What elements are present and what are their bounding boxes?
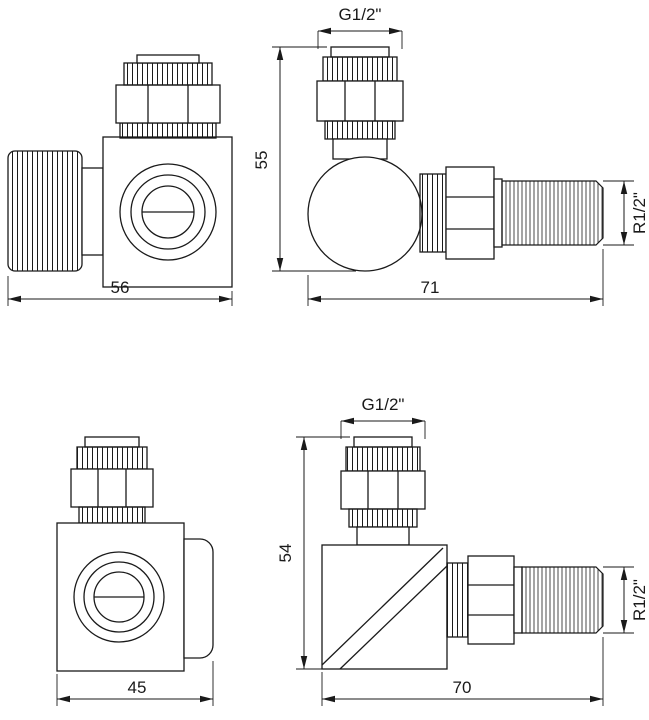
hex-nut-outlet <box>467 555 515 645</box>
dim-label-45: 45 <box>128 678 147 697</box>
view-bottom-left-valve: 45 <box>56 436 214 706</box>
dim-width-70: 70 <box>321 637 604 706</box>
hex-nut <box>340 470 426 510</box>
hex-nut-outlet <box>445 166 495 260</box>
dim-label-g12-top: G1/2" <box>339 5 382 24</box>
elbow-body <box>321 544 448 670</box>
hex-nut <box>115 84 221 124</box>
hex-nut <box>316 80 404 122</box>
thread-section <box>501 180 604 246</box>
valve-seat-circles <box>119 163 217 261</box>
miter-line-inner <box>339 565 448 670</box>
dim-right-thread-r12: R1/2" <box>603 566 649 634</box>
miter-line <box>321 547 444 666</box>
view-bottom-right-valve: G1/2" R1/2" <box>276 395 649 706</box>
compression-fitting-top <box>316 46 404 160</box>
dim-top-thread-g12: G1/2" <box>340 395 426 439</box>
dim-label-r12-right: R1/2" <box>630 579 649 621</box>
dim-top-thread-g12: G1/2" <box>317 5 403 49</box>
dim-label-70: 70 <box>453 678 472 697</box>
dim-width-71: 71 <box>307 249 604 306</box>
dim-height-55: 55 <box>252 46 356 272</box>
dim-width-top-left: 56 <box>7 276 233 306</box>
dim-label-71: 71 <box>421 278 440 297</box>
dim-label-54: 54 <box>276 544 295 563</box>
outlet-boss <box>183 538 214 659</box>
compression-fitting-top <box>70 436 154 524</box>
valve-body-round <box>307 156 423 272</box>
dim-height-54: 54 <box>276 436 350 670</box>
dim-width-45: 45 <box>56 661 214 706</box>
compression-fitting-top <box>115 54 221 139</box>
compression-fitting-top <box>340 436 426 546</box>
valve-seat-circles <box>73 551 165 643</box>
view-top-right-valve: G1/2" R1/2" <box>252 5 649 306</box>
thread-section <box>521 566 604 634</box>
dim-label-r12-right: R1/2" <box>630 192 649 234</box>
dim-label-56: 56 <box>111 278 130 297</box>
dim-right-thread-r12: R1/2" <box>603 180 649 246</box>
view-top-left-valve: 56 <box>7 54 233 306</box>
dim-label-55: 55 <box>252 151 271 170</box>
knurled-knob <box>7 150 83 272</box>
outlet-right <box>419 166 604 260</box>
dim-label-g12-bottom: G1/2" <box>362 395 405 414</box>
outlet-right <box>446 555 604 645</box>
hex-nut <box>70 468 154 508</box>
knob-neck <box>81 167 104 256</box>
